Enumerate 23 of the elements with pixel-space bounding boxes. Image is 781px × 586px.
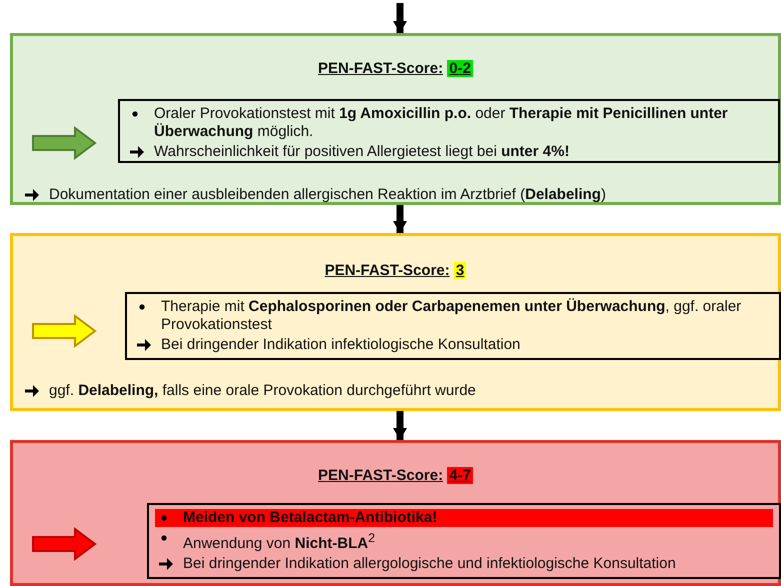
arrow	[393, 411, 407, 440]
arrow	[393, 205, 407, 233]
score-panel	[10, 440, 781, 586]
note-text: Dokumentation einer ausbleibenden allergischen Reaktion im Arztbrief (Delabeling)	[49, 186, 606, 204]
list-text: Therapie mit Cephalosporinen oder Carbapenemen unter Überwachung, ggf. oraler Provokationstest	[161, 298, 742, 334]
score-highlight: 4-7	[447, 467, 473, 484]
text-box	[118, 99, 780, 163]
text-box	[147, 503, 781, 579]
score-panel	[10, 233, 781, 411]
heading: PEN-FAST-Score:	[318, 60, 444, 77]
list-text: Bei dringender Indikation allergologische und infektiologische Konsultation	[183, 555, 676, 573]
score-panel	[10, 33, 781, 205]
arrow	[393, 3, 407, 33]
text-box	[125, 292, 781, 360]
list-text: Oraler Provokationstest mit 1g Amoxicillin p.o. oder Therapie mit Penicillinen unter Überwachung möglich.	[154, 105, 729, 141]
note-text: ggf. Delabeling, falls eine orale Provokation durchgeführt wurde	[49, 382, 476, 400]
list-text: Anwendung von Nicht-BLA$^{2}$	[183, 530, 376, 553]
heading: PEN-FAST-Score:	[318, 467, 444, 484]
score-highlight: 3	[454, 262, 466, 279]
score-highlight: 0-2	[447, 60, 473, 77]
list-text: Wahrscheinlichkeit für positiven Allergietest liegt bei unter 4%!	[154, 143, 570, 161]
list-text: Bei dringender Indikation infektiologische Konsultation	[161, 336, 520, 354]
heading: PEN-FAST-Score:	[324, 262, 450, 279]
